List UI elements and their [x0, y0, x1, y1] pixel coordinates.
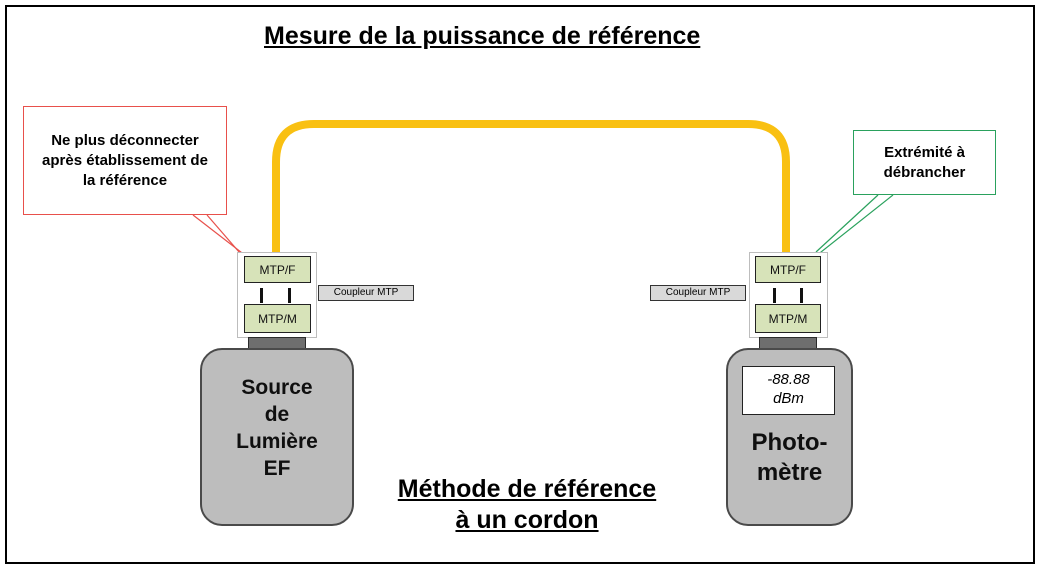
light-source-label: Source de Lumière EF — [200, 374, 354, 482]
left-coupler-label: Coupleur MTP — [318, 285, 414, 301]
light-source-line: Lumière — [236, 430, 318, 453]
light-source-line: de — [264, 403, 290, 426]
right-coupler-pin — [800, 288, 803, 303]
left-connector-male: MTP/M — [244, 304, 311, 333]
method-caption-line1: Méthode de référence — [397, 475, 657, 503]
right-coupler-pin — [773, 288, 776, 303]
diagram-frame — [5, 5, 1035, 564]
right-coupler-label: Coupleur MTP — [650, 285, 746, 301]
page-title: Mesure de la puissance de référence — [264, 22, 701, 50]
photometer-line: Photo- — [751, 429, 828, 456]
left-coupler-pin — [260, 288, 263, 303]
method-caption-line2: à un cordon — [455, 506, 599, 534]
display-unit: dBm — [773, 390, 804, 407]
light-source-device — [200, 348, 354, 526]
light-source-line: EF — [263, 457, 291, 480]
left-connector-female: MTP/F — [244, 256, 311, 283]
callout-right-pointer — [815, 194, 894, 257]
callout-left-pointer — [192, 214, 247, 257]
callout-right-pointer — [815, 194, 879, 253]
callout-no-disconnect-text: Ne plus déconnecter après établissement … — [42, 131, 208, 189]
right-connector-male: MTP/M — [755, 304, 821, 333]
fiber-cable — [272, 120, 790, 252]
callout-no-disconnect: Ne plus déconnecter après établissement … — [23, 106, 227, 215]
callout-end-to-unplug-text: Extrémité à débrancher — [883, 143, 966, 181]
right-connector-female: MTP/F — [755, 256, 821, 283]
display-value: -88.88 — [767, 371, 810, 388]
photometer-label: Photo- mètre — [726, 428, 853, 488]
photometer-display: -88.88 dBm — [742, 366, 835, 415]
light-source-line: Source — [241, 376, 313, 399]
method-caption: Méthode de référence à un cordon — [362, 474, 692, 536]
photometer-line: mètre — [756, 459, 823, 486]
left-coupler-pin — [288, 288, 291, 303]
callout-end-to-unplug: Extrémité à débrancher — [853, 130, 996, 195]
